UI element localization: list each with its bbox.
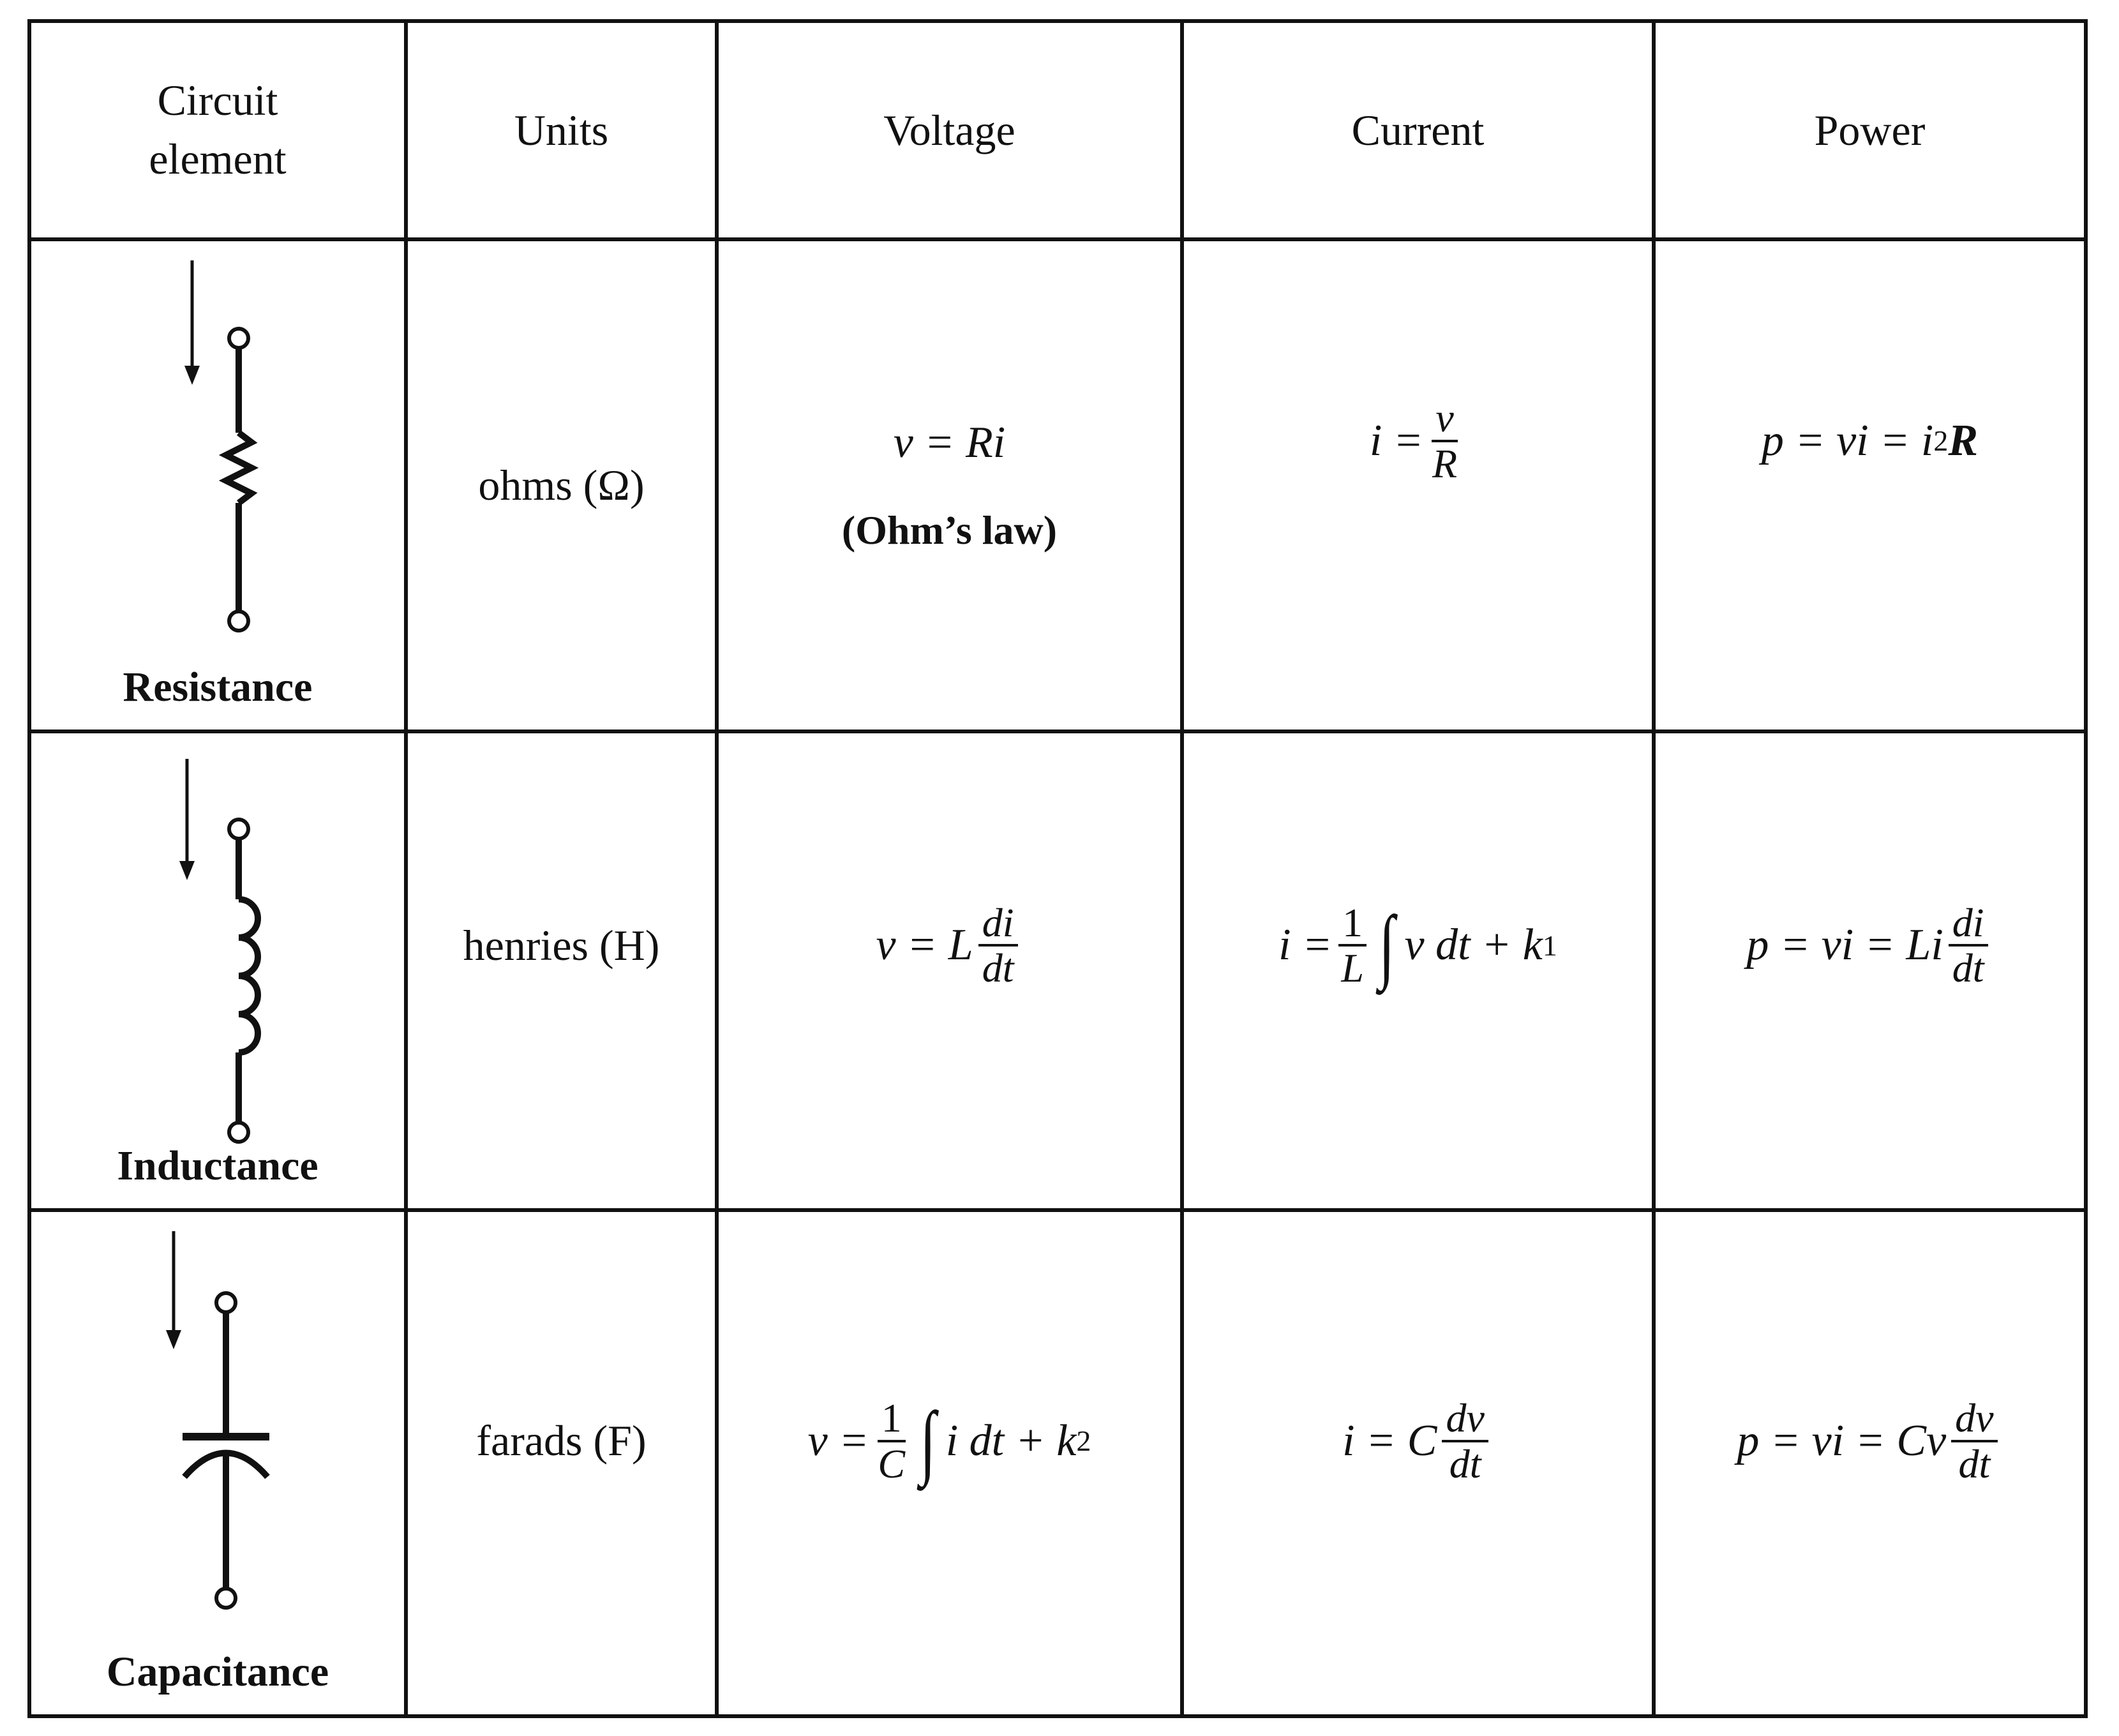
element-cell-capacitance: Capacitance [31, 1212, 404, 1714]
header-circuit-element: Circuit element [149, 76, 287, 183]
element-name: Inductance [117, 1142, 318, 1189]
formula-lhs: v = [807, 1416, 869, 1465]
capacitor-symbol-icon [166, 1231, 270, 1610]
formula-lhs: i = [1278, 920, 1333, 969]
header-units: Units [514, 105, 609, 154]
column-divider [715, 19, 719, 1718]
numerator: di [978, 901, 1018, 947]
header-power: Power [1814, 105, 1926, 154]
table-border-right [2084, 19, 2088, 1718]
voltage-cell: v = Ri (Ohm’s law) [719, 241, 1180, 730]
numerator: v [1432, 396, 1458, 442]
formula-lhs: p = vi = Li [1746, 920, 1943, 969]
voltage-formula: v = Ri [893, 417, 1006, 467]
denominator: dt [1449, 1440, 1481, 1486]
element-cell-inductance: Inductance [31, 733, 404, 1208]
resistor-symbol-icon [184, 260, 259, 632]
table-border-left [27, 19, 31, 1718]
header-current: Current [1351, 105, 1485, 154]
column-divider [1180, 19, 1184, 1718]
denominator: C [878, 1440, 906, 1486]
element-cell-resistance: Resistance [31, 241, 404, 730]
units-cell: henries (H) [463, 920, 660, 969]
subscript: 2 [1076, 1425, 1091, 1457]
row-divider [27, 1208, 2088, 1212]
denominator: L [1341, 945, 1364, 991]
subscript: 1 [1542, 929, 1557, 962]
column-divider [1652, 19, 1656, 1718]
denominator: R [1432, 440, 1458, 486]
denominator: dt [1952, 945, 1984, 991]
formula-lhs: i = [1369, 415, 1424, 465]
table-border-bottom [27, 1714, 2088, 1718]
denominator: dt [1958, 1440, 1991, 1486]
numerator: di [1948, 901, 1988, 947]
element-name: Capacitance [106, 1649, 329, 1695]
formula-lhs: v = L [876, 920, 973, 969]
formula-tail: i dt + k [945, 1416, 1077, 1465]
numerator: dv [1442, 1396, 1488, 1442]
formula-tail: v dt + k [1404, 920, 1543, 969]
integral-sign: ∫ [920, 1395, 936, 1487]
header-voltage: Voltage [883, 105, 1015, 154]
row-divider [27, 730, 2088, 733]
numerator: 1 [1338, 901, 1367, 947]
units-cell: farads (F) [476, 1416, 647, 1465]
integral-sign: ∫ [1379, 899, 1395, 991]
formula-lhs: p = vi = i [1761, 415, 1934, 465]
element-name: Resistance [123, 664, 313, 710]
table-border-top [27, 19, 2088, 23]
inductor-symbol-icon [179, 759, 261, 1144]
numerator: dv [1951, 1396, 1998, 1442]
denominator: dt [982, 945, 1014, 991]
numerator: 1 [877, 1396, 906, 1442]
formula-tail: R [1948, 415, 1979, 465]
header-divider [27, 237, 2088, 241]
units-cell: ohms (Ω) [478, 461, 645, 509]
formula-lhs: p = vi = Cv [1737, 1416, 1947, 1465]
formula-lhs: i = C [1342, 1416, 1437, 1465]
exponent: 2 [1933, 424, 1949, 457]
ohms-law-note: (Ohm’s law) [841, 507, 1058, 553]
column-divider [404, 19, 408, 1718]
